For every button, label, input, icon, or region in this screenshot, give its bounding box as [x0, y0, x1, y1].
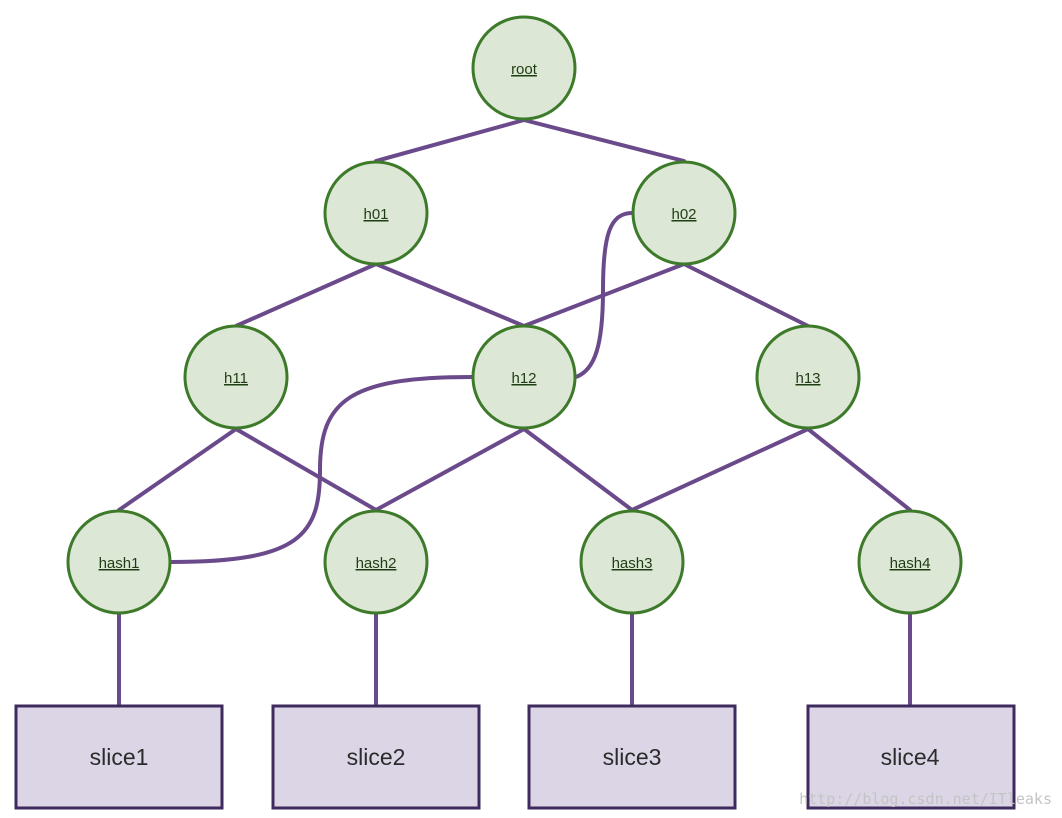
node-hash4-label: hash4 [890, 555, 931, 572]
node-hash1-circle [66, 509, 172, 615]
node-hash2-label: hash2 [356, 555, 397, 572]
node-h01-label: h01 [363, 206, 388, 223]
node-hash4-circle [857, 509, 963, 615]
edge-h11-hash2 [234, 427, 378, 512]
node-hash3-label: hash3 [612, 555, 653, 572]
node-h11-circle [183, 324, 289, 430]
slice-1-label: slice1 [90, 744, 149, 770]
node-h11-label: h11 [224, 370, 248, 387]
slice-1: slice1 [14, 704, 224, 810]
node-root-label: root [511, 61, 538, 78]
slice-4-box [806, 704, 1016, 810]
edge-h13-hash3 [630, 427, 810, 512]
node-h12: h12 [471, 324, 577, 430]
edge-h12-hash2 [374, 427, 526, 512]
edge-h01-h12 [374, 262, 526, 328]
node-h13-circle [755, 324, 861, 430]
node-h13-label: h13 [795, 370, 820, 387]
data-slices: slice1 slice2 slice3 slice4 [14, 704, 1016, 810]
slice-3: slice3 [527, 704, 737, 810]
edge-h01-h11 [234, 262, 378, 328]
verification-path [170, 211, 633, 564]
path-h12-h02 [575, 211, 633, 379]
slice-3-label: slice3 [603, 744, 662, 770]
node-hash2: hash2 [323, 509, 429, 615]
node-h13: h13 [755, 324, 861, 430]
path-hash1-h12 [170, 375, 473, 564]
edge-h12-hash3 [522, 427, 634, 512]
node-hash2-circle [323, 509, 429, 615]
node-hash3-circle [579, 509, 685, 615]
edge-h11-hash1 [117, 427, 238, 512]
node-root-circle [471, 15, 577, 121]
slice-4-label: slice4 [881, 744, 940, 770]
node-hash1-label: hash1 [99, 555, 140, 572]
slice-2: slice2 [271, 704, 481, 810]
node-root: root [471, 15, 577, 121]
node-hash3: hash3 [579, 509, 685, 615]
node-hash4: hash4 [857, 509, 963, 615]
edge-h02-h13 [682, 262, 810, 328]
slice-3-box [527, 704, 737, 810]
node-h01: h01 [323, 160, 429, 266]
slice-1-box [14, 704, 224, 810]
watermark-url: http://blog.csdn.net/ITleaks [799, 790, 1052, 808]
slice-2-box [271, 704, 481, 810]
edge-h13-hash4 [806, 427, 912, 512]
node-hash1: hash1 [66, 509, 172, 615]
slice-4: slice4 [806, 704, 1016, 810]
node-h12-circle [471, 324, 577, 430]
node-h12-label: h12 [511, 370, 536, 387]
node-h11: h11 [183, 324, 289, 430]
edge-root-h01 [374, 118, 526, 163]
slice-2-label: slice2 [347, 744, 406, 770]
hash-nodes: root h01 h02 h11 h12 h13 hash1 hash2 [66, 15, 963, 615]
node-h01-circle [323, 160, 429, 266]
node-h02-circle [631, 160, 737, 266]
node-h02: h02 [631, 160, 737, 266]
edge-root-h02 [522, 118, 686, 163]
node-h02-label: h02 [671, 206, 696, 223]
